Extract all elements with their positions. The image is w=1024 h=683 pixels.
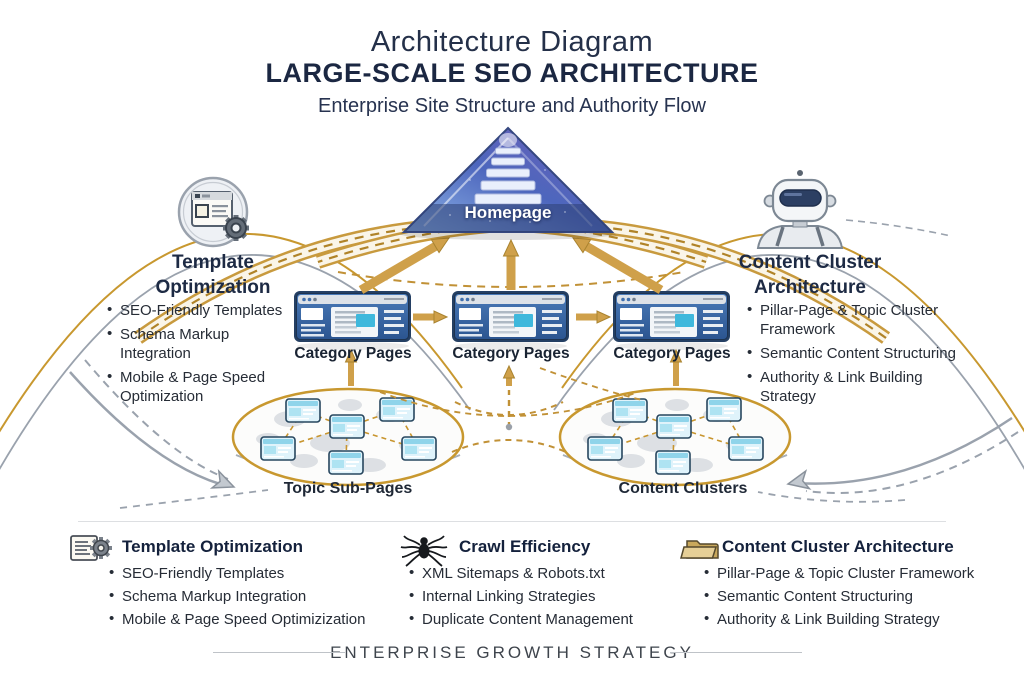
spider-icon [400, 535, 448, 567]
footer-line-left [213, 652, 345, 653]
legend-item: SEO-Friendly Templates [108, 564, 398, 582]
category-pages-label-1: Category Pages [294, 345, 412, 362]
right-panel-bullets: Pillar-Page & Topic Cluster Framework Se… [746, 300, 974, 411]
legend-title-template-optimization: Template Optimization [122, 537, 304, 556]
legend-item: Internal Linking Strategies [408, 587, 673, 605]
template-optimization-icon [177, 176, 249, 248]
legend-item: Duplicate Content Management [408, 610, 673, 628]
legend-item: Schema Markup Integration [108, 587, 398, 605]
category-pages-label-2: Category Pages [452, 345, 570, 362]
left-panel-title: Template Optimization [155, 252, 271, 298]
legend-item: Mobile & Page Speed Optimizization [108, 610, 398, 628]
document-gear-icon [70, 535, 112, 561]
footer-line-right [670, 652, 802, 653]
legend-item: Pillar-Page & Topic Cluster Framework [703, 564, 1008, 582]
content-clusters-label: Content Clusters [618, 480, 748, 497]
category-page-icon-1 [293, 290, 412, 343]
legend-list-crawl-efficiency: XML Sitemaps & Robots.txt Internal Linki… [408, 564, 673, 634]
left-panel-bullets: SEO-Friendly Templates Schema Markup Int… [106, 300, 301, 411]
homepage-pyramid [400, 126, 616, 240]
category-pages-label-3: Category Pages [613, 345, 731, 362]
gray-flow-arrow-left [69, 359, 236, 489]
legend-title-crawl-efficiency: Crawl Efficiency [459, 537, 591, 556]
legend-list-template-optimization: SEO-Friendly Templates Schema Markup Int… [108, 564, 398, 634]
right-panel-bullet: Authority & Link Building Strategy [746, 367, 974, 406]
page-title: Architecture Diagram [370, 26, 654, 58]
robot-icon [756, 170, 844, 249]
category-pages-row [293, 290, 731, 350]
footer-strategy-label: ENTERPRISE GROWTH STRATEGY [330, 643, 694, 662]
page-tagline: Enterprise Site Structure and Authority … [318, 95, 706, 117]
legend-divider [78, 521, 946, 522]
left-panel-bullet: Schema Markup Integration [106, 324, 301, 363]
left-panel-bullet: SEO-Friendly Templates [106, 300, 301, 320]
gear-icon [223, 215, 249, 241]
legend-item: Semantic Content Structuring [703, 587, 1008, 605]
left-panel-bullet: Mobile & Page Speed Optimization [106, 367, 301, 406]
folder-icon [680, 540, 719, 559]
legend-title-content-cluster: Content Cluster Architecture [722, 537, 954, 556]
category-page-icon-2 [451, 290, 570, 343]
topic-subpages-label: Topic Sub-Pages [283, 480, 413, 497]
homepage-label: Homepage [464, 203, 552, 222]
legend-item: XML Sitemaps & Robots.txt [408, 564, 673, 582]
right-panel-bullet: Pillar-Page & Topic Cluster Framework [746, 300, 974, 339]
legend-list-content-cluster: Pillar-Page & Topic Cluster Framework Se… [703, 564, 1008, 634]
cluster-connectors [379, 367, 643, 453]
legend-item: Authority & Link Building Strategy [703, 610, 1008, 628]
gold-flow-arrows [344, 237, 683, 386]
gray-flow-arrow-right [786, 416, 1019, 494]
category-page-icon-3 [612, 290, 731, 343]
right-panel-title: Content Cluster Architecture [738, 252, 882, 298]
right-panel-bullet: Semantic Content Structuring [746, 343, 974, 363]
page-subtitle: LARGE-SCALE SEO ARCHITECTURE [265, 58, 759, 88]
gray-dashed-tails [119, 489, 906, 509]
